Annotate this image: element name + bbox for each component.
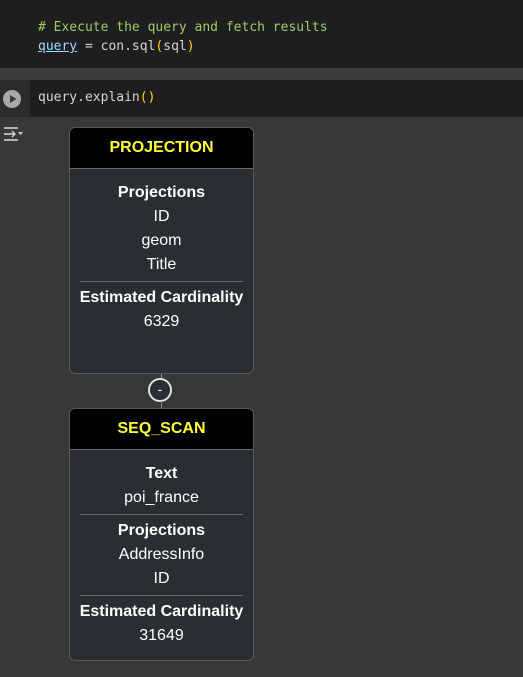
code-var-query: query (38, 39, 78, 54)
node-title: SEQ_SCAN (70, 409, 253, 450)
projections-label: Projections (117, 184, 206, 201)
text-label: Text (145, 465, 178, 482)
projection-value: geom (141, 232, 182, 249)
plan-node-seq-scan: SEQ_SCAN Text poi_france Projections Add… (69, 408, 254, 661)
collapse-toggle-button[interactable]: - (148, 378, 172, 402)
code-cell-previous[interactable]: # Execute the query and fetch results qu… (0, 0, 523, 68)
edge-line (161, 401, 162, 408)
text-value: poi_france (124, 489, 199, 506)
cardinality-value: 6329 (143, 313, 180, 330)
output-toggle-icon[interactable] (2, 125, 24, 145)
cardinality-label: Estimated Cardinality (79, 289, 244, 306)
section-divider (80, 595, 243, 596)
projection-value: AddressInfo (118, 546, 205, 563)
cardinality-label: Estimated Cardinality (79, 603, 244, 620)
code-explain-parens: () (139, 90, 156, 105)
code-cell-explain[interactable]: query.explain() (0, 80, 523, 117)
code-line-query: query = con.sql(sql) (38, 39, 195, 55)
run-cell-button[interactable] (3, 90, 21, 108)
cell-divider (0, 68, 523, 80)
code-comment: # Execute the query and fetch results (38, 20, 328, 35)
cardinality-value: 31649 (139, 627, 184, 644)
projection-value: ID (153, 570, 170, 587)
node-title: PROJECTION (70, 128, 253, 169)
code-assign: = con.sql (77, 39, 156, 54)
code-paren-close: ) (186, 39, 195, 54)
plan-node-projection: PROJECTION Projections ID geom Title Est… (69, 127, 254, 374)
play-circle-icon (10, 95, 17, 103)
projections-label: Projections (117, 522, 206, 539)
code-paren-open: ( (155, 39, 164, 54)
edge-line (161, 374, 162, 379)
code-arg: sql (163, 39, 187, 54)
projection-value: ID (153, 208, 170, 225)
projection-value: Title (146, 256, 177, 273)
code-explain-call: query.explain (38, 90, 140, 105)
section-divider (80, 281, 243, 282)
section-divider (80, 514, 243, 515)
code-line-explain: query.explain() (38, 90, 155, 106)
